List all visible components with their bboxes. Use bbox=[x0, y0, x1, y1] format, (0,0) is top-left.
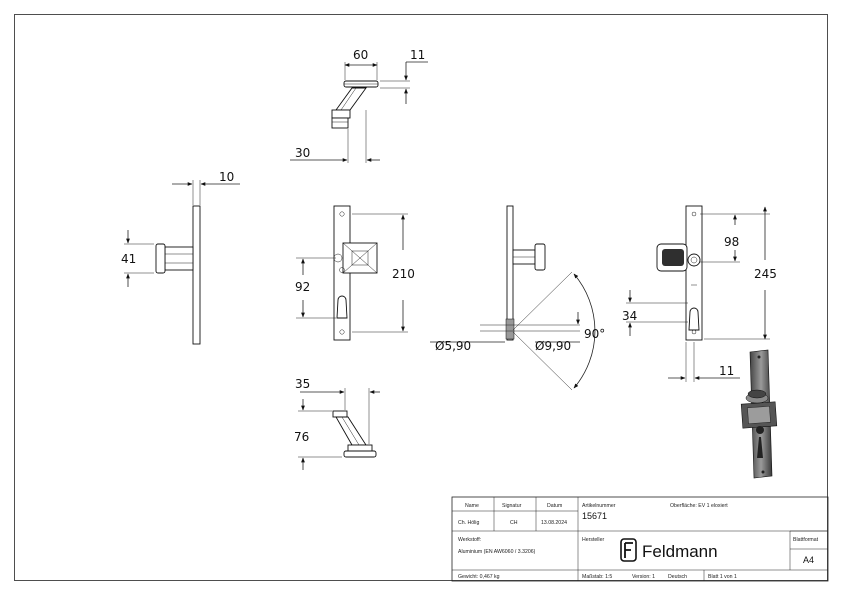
tb-manufacturer-label: Hersteller bbox=[582, 537, 604, 543]
tb-date-label: Datum bbox=[547, 503, 562, 509]
dim-side-height: 41 bbox=[121, 252, 136, 266]
tb-signature-value: CH bbox=[510, 520, 518, 526]
side-view: 10 41 bbox=[121, 170, 240, 345]
dim-top-thickness: 11 bbox=[410, 48, 425, 62]
tb-signature-label: Signatur bbox=[502, 503, 522, 509]
dim-top-offset: 30 bbox=[295, 146, 310, 160]
tb-surface: Oberfläche: EV 1 eloxiert bbox=[670, 503, 728, 509]
dim-back-thickness: 11 bbox=[719, 364, 734, 378]
tb-format-value: A4 bbox=[803, 555, 814, 565]
tb-name-value: Ch. Hölig bbox=[458, 520, 479, 526]
tb-article-value: 15671 bbox=[582, 511, 607, 521]
dim-front-pz: 92 bbox=[295, 280, 310, 294]
isometric-render bbox=[740, 349, 778, 479]
bottom-view: 35 76 bbox=[294, 377, 380, 470]
dim-bottom-width: 35 bbox=[295, 377, 310, 391]
sheet-border bbox=[14, 14, 828, 581]
tb-scale: Maßstab: 1:5 bbox=[582, 574, 612, 580]
top-view: 60 11 30 bbox=[290, 48, 428, 163]
dim-angle: 90° bbox=[584, 327, 605, 341]
title-block: Name Signatur Datum Ch. Hölig CH 13.08.2… bbox=[451, 496, 829, 582]
feldmann-logo bbox=[620, 538, 637, 562]
tb-material-label: Werkstoff: bbox=[458, 537, 481, 543]
front-view: 210 92 bbox=[295, 205, 415, 341]
dim-top-width: 60 bbox=[353, 48, 368, 62]
dim-back-total: 245 bbox=[754, 267, 777, 281]
section-view: Ø5,90 Ø9,90 90° bbox=[430, 205, 605, 391]
tb-name-label: Name bbox=[465, 503, 479, 509]
tb-version: Version: 1 bbox=[632, 574, 655, 580]
brand-name: Feldmann bbox=[642, 542, 718, 561]
tb-material-value: Aluminium (EN AW6060 / 3.3206) bbox=[458, 549, 536, 555]
tb-article-label: Artikelnummer bbox=[582, 503, 616, 509]
dim-diameter-hole: Ø5,90 bbox=[435, 339, 471, 353]
tb-format-label: Blattformat bbox=[793, 537, 819, 543]
dim-back-spacing: 98 bbox=[724, 235, 739, 249]
dim-side-thickness: 10 bbox=[219, 170, 234, 184]
tb-date-value: 13.08.2024 bbox=[541, 520, 567, 526]
tb-language: Deutsch bbox=[668, 574, 687, 580]
dim-bottom-height: 76 bbox=[294, 430, 309, 444]
dim-back-offset: 34 bbox=[622, 309, 637, 323]
dim-diameter-countersink: Ø9,90 bbox=[535, 339, 571, 353]
dim-front-spacing: 210 bbox=[392, 267, 415, 281]
back-view: 245 98 34 11 bbox=[622, 205, 777, 382]
tb-weight: Gewicht: 0,467 kg bbox=[458, 574, 500, 580]
tb-sheet: Blatt 1 von 1 bbox=[708, 574, 737, 580]
